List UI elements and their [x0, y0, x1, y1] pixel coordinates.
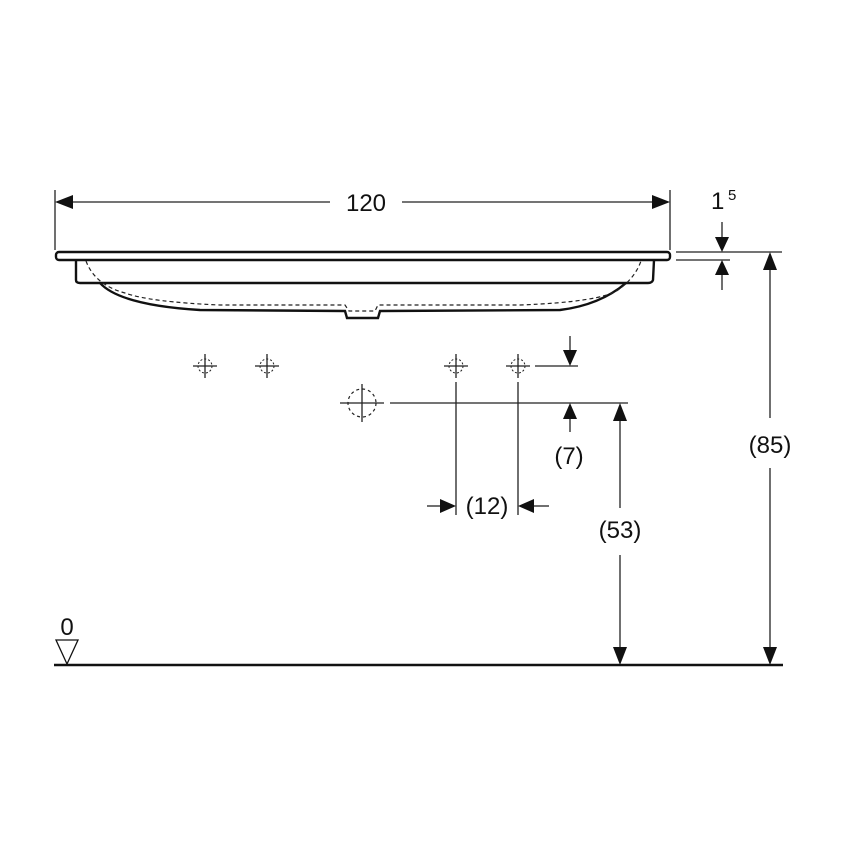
crosshair-icon: [506, 354, 530, 378]
basin-rim: [54, 250, 672, 262]
rim-thickness-superscript: 5: [728, 187, 736, 204]
drain-height-dimension: (53): [599, 403, 642, 665]
arrow-down-icon: [563, 350, 577, 366]
triangle-down-icon: [54, 639, 80, 666]
basin-hidden-contour: [85, 260, 642, 312]
arrow-up-icon: [715, 260, 729, 275]
tap-hole-markers: [193, 354, 530, 378]
crosshair-icon: [193, 354, 217, 378]
basin-bowl: [99, 282, 627, 320]
arrow-up-icon: [563, 403, 577, 419]
arrow-right-icon: [652, 195, 670, 209]
basin-ledge: [74, 259, 656, 285]
arrow-down-icon: [613, 647, 627, 665]
arrow-up-icon: [613, 403, 627, 421]
width-label: 120: [346, 190, 386, 217]
tap-height-dimension: (7): [554, 336, 584, 470]
crosshair-icon: [444, 354, 468, 378]
rim-thickness-dimension: 1 5: [676, 187, 782, 290]
arrow-down-icon: [715, 237, 729, 252]
rim-height-dimension: (85): [749, 252, 792, 665]
arrow-down-icon: [763, 647, 777, 665]
circle-crosshair-icon: [340, 384, 384, 422]
floor-level-label: 0: [60, 614, 73, 641]
arrow-left-icon: [55, 195, 73, 209]
arrow-left-icon: [518, 499, 534, 513]
floor-reference: 0: [54, 614, 783, 667]
tap-spacing-dimension: (12): [427, 382, 549, 520]
tap-height-label: (7): [554, 443, 583, 470]
drain-height-label: (53): [599, 517, 642, 544]
rim-thickness-label: 1: [711, 188, 724, 215]
washbasin-outline: [54, 250, 672, 320]
crosshair-icon: [255, 354, 279, 378]
arrow-right-icon: [440, 499, 456, 513]
width-dimension: 120: [54, 190, 671, 250]
arrow-up-icon: [763, 252, 777, 270]
tap-spacing-label: (12): [466, 493, 509, 520]
rim-height-label: (85): [749, 432, 792, 459]
